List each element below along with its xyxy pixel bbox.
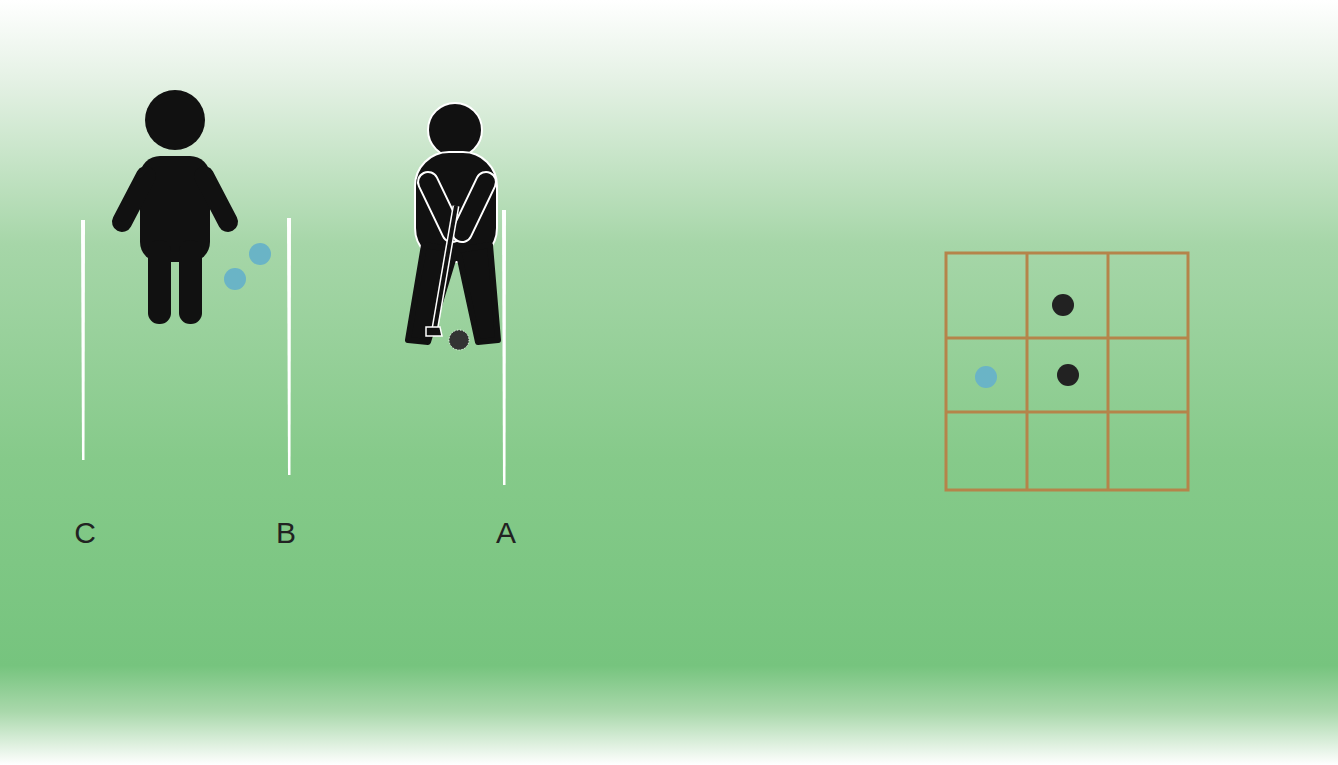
- dark-ball: [1052, 294, 1074, 316]
- lane-line: [287, 218, 291, 475]
- standing-person: [122, 90, 228, 324]
- golfer-person: [408, 103, 498, 350]
- lane-label: A: [496, 518, 516, 548]
- lane-label: B: [276, 518, 296, 548]
- blue-ball: [975, 366, 997, 388]
- lane-label: C: [74, 518, 96, 548]
- dark-ball: [1057, 364, 1079, 386]
- target-grid: [946, 253, 1188, 490]
- lane-line: [81, 220, 85, 460]
- blue-golf-balls: [224, 243, 271, 290]
- lane-line: [502, 210, 506, 485]
